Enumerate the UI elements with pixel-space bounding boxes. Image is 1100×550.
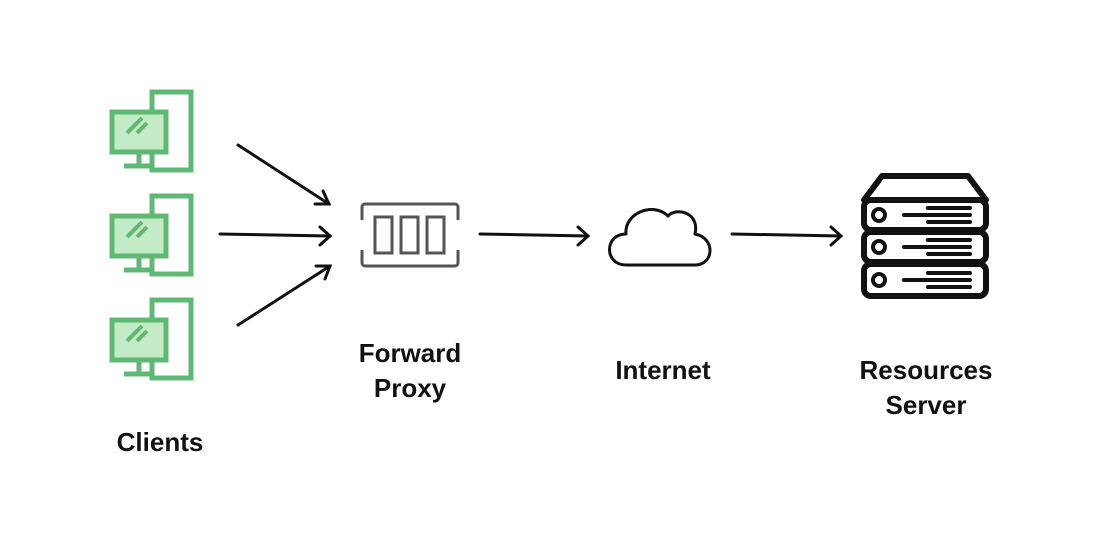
arrow-internet-to-server <box>730 225 844 247</box>
proxy-appliance-icon <box>359 202 461 268</box>
clients-label-text: Clients <box>116 427 204 457</box>
client-icon-2 <box>112 196 191 274</box>
arrow-client3-to-proxy <box>236 264 333 327</box>
forward-proxy-label-line1: Forward <box>358 338 462 368</box>
clients-label: Clients <box>100 425 220 460</box>
desktop-computer-icon <box>112 196 191 274</box>
client-icon-3 <box>112 300 191 378</box>
forward-proxy-label-line2: Proxy <box>373 373 447 403</box>
internet-label: Internet <box>588 353 738 388</box>
forward-proxy-label: Forward Proxy <box>330 336 490 406</box>
resources-server-label-line2: Server <box>885 390 967 420</box>
arrow-proxy-to-internet <box>478 225 591 247</box>
desktop-computer-icon <box>112 300 191 378</box>
server-stack-icon <box>861 173 989 299</box>
desktop-computer-icon <box>112 92 191 170</box>
internet-label-text: Internet <box>615 355 711 385</box>
client-icon-1 <box>112 92 191 170</box>
cloud-icon <box>608 208 712 267</box>
resources-server-label-line1: Resources <box>859 355 993 385</box>
arrow-client1-to-proxy <box>236 143 332 206</box>
resources-server-label: Resources Server <box>840 353 1012 423</box>
arrow-client2-to-proxy <box>218 225 333 247</box>
